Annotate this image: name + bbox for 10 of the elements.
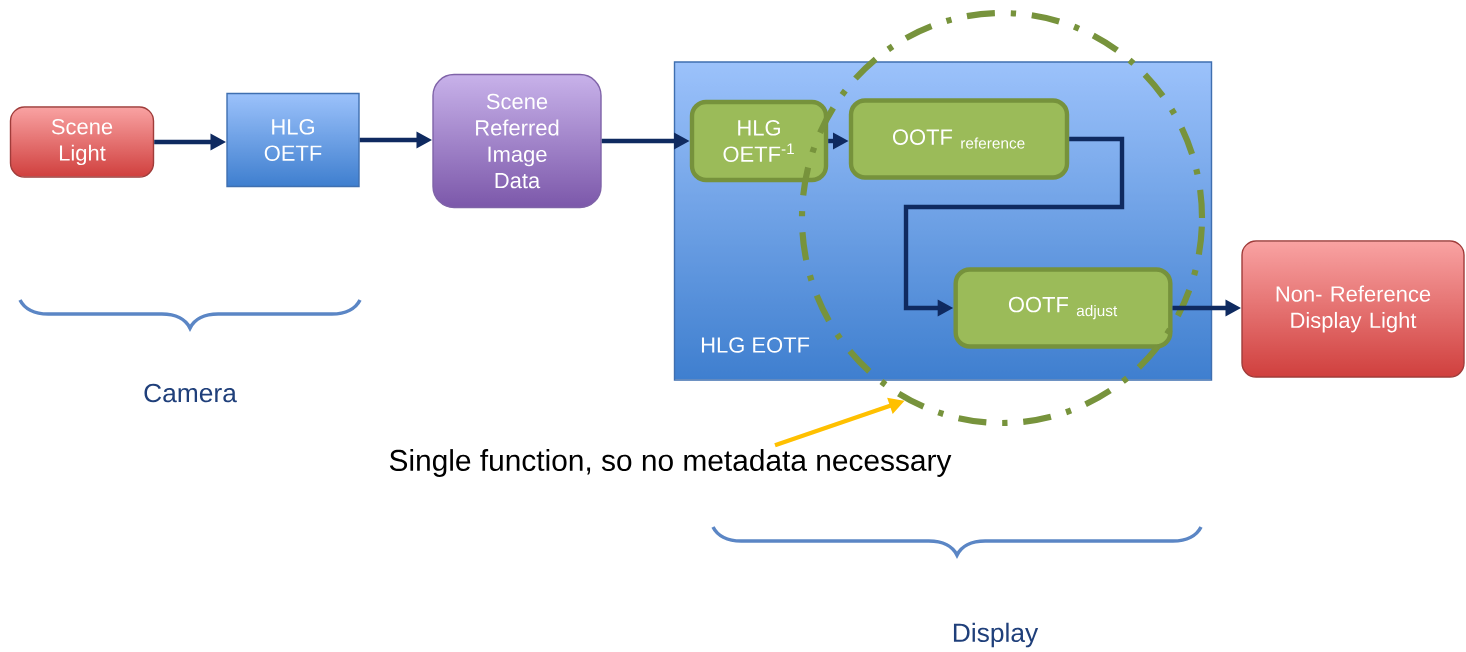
function-box: $\mathrm{OOTF}\ _{\mathrm{reference}}$ (848, 98, 1070, 180)
light-box: Scene Light (9, 106, 155, 178)
data-box: Scene Referred Image Data (432, 73, 602, 209)
brace-label: Camera (144, 383, 237, 403)
light-box: Non- Reference Display Light (1241, 240, 1465, 378)
function-box: HLG OETF$^{-1}$ (689, 99, 829, 183)
process-box: HLG OETF (226, 92, 360, 188)
function-box: $\mathrm{OOTF}\ _{\mathrm{adjust}}$ (953, 267, 1173, 349)
brace-label: Display (953, 622, 1039, 648)
note-text: Single function, so no metadata necessary (389, 449, 952, 477)
